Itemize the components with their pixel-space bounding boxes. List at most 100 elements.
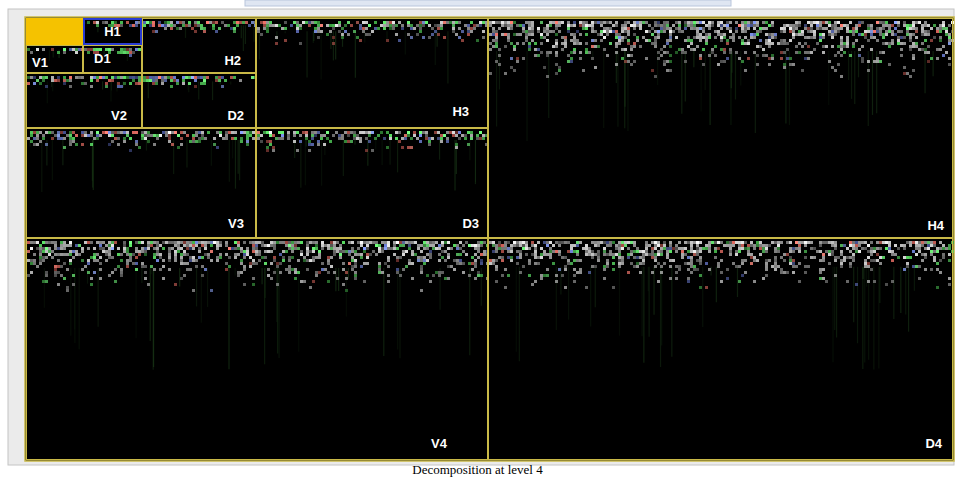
coefficient-speck <box>690 39 693 42</box>
coefficient-speck <box>455 131 458 134</box>
coefficient-speck <box>180 143 183 146</box>
coefficient-speck <box>90 76 93 79</box>
coefficient-speck <box>765 21 768 24</box>
coefficient-speck <box>657 57 660 60</box>
coefficient-speck <box>927 51 930 54</box>
coefficient-speck <box>176 27 179 30</box>
coefficient-speck <box>36 134 39 137</box>
coefficient-speck <box>45 131 48 134</box>
coefficient-speck <box>455 33 458 36</box>
coefficient-speck <box>630 24 633 27</box>
coefficient-streak <box>617 51 618 127</box>
coefficient-speck <box>900 48 903 51</box>
coefficient-speck <box>54 79 57 82</box>
coefficient-speck <box>765 42 768 45</box>
coefficient-speck <box>555 39 558 42</box>
coefficient-speck <box>257 131 260 134</box>
coefficient-speck <box>402 244 405 247</box>
coefficient-speck <box>171 131 174 134</box>
coefficient-speck <box>305 131 308 134</box>
coefficient-speck <box>738 57 741 60</box>
coefficient-speck <box>912 21 915 24</box>
coefficient-speck <box>141 241 144 244</box>
coefficient-streak <box>616 51 617 83</box>
coefficient-speck <box>567 60 570 63</box>
coefficient-speck <box>555 51 558 54</box>
coefficient-speck <box>507 33 510 36</box>
coefficient-speck <box>525 39 528 42</box>
coefficient-speck <box>330 241 333 244</box>
coefficient-speck <box>567 24 570 27</box>
coefficient-speck <box>546 54 549 57</box>
coefficient-speck <box>27 137 30 140</box>
coefficient-speck <box>200 76 203 79</box>
coefficient-speck <box>387 241 390 244</box>
coefficient-speck <box>687 45 690 48</box>
coefficient-speck <box>645 30 648 33</box>
coefficient-speck <box>747 24 750 27</box>
coefficient-speck <box>452 24 455 27</box>
coefficient-speck <box>633 21 636 24</box>
coefficient-speck <box>320 137 323 140</box>
coefficient-speck <box>609 21 612 24</box>
coefficient-speck <box>636 39 639 42</box>
coefficient-speck <box>921 42 924 45</box>
coefficient-speck <box>744 27 747 30</box>
coefficient-speck <box>161 24 164 27</box>
coefficient-speck <box>69 140 72 143</box>
coefficient-speck <box>167 76 170 79</box>
coefficient-speck <box>615 36 618 39</box>
coefficient-speck <box>368 140 371 143</box>
coefficient-speck <box>870 36 873 39</box>
coefficient-speck <box>27 48 30 51</box>
coefficient-speck <box>257 134 260 137</box>
coefficient-speck <box>425 137 428 140</box>
coefficient-speck <box>792 27 795 30</box>
coefficient-speck <box>576 30 579 33</box>
coefficient-speck <box>681 51 684 54</box>
coefficient-speck <box>942 45 945 48</box>
coefficient-speck <box>401 24 404 27</box>
coefficient-speck <box>765 54 768 57</box>
coefficient-speck <box>858 33 861 36</box>
coefficient-speck <box>579 51 582 54</box>
coefficient-speck <box>308 149 311 152</box>
coefficient-speck <box>693 48 696 51</box>
coefficient-speck <box>365 131 368 134</box>
coefficient-speck <box>329 24 332 27</box>
coefficient-speck <box>255 244 258 247</box>
coefficient-speck <box>786 24 789 27</box>
coefficient-streak <box>732 51 733 73</box>
coefficient-speck <box>891 33 894 36</box>
coefficient-speck <box>48 247 51 250</box>
coefficient-speck <box>428 137 431 140</box>
coefficient-speck <box>573 36 576 39</box>
coefficient-speck <box>60 244 63 247</box>
coefficient-speck <box>359 140 362 143</box>
coefficient-speck <box>576 42 579 45</box>
coefficient-speck <box>218 79 221 82</box>
coefficient-speck <box>666 69 669 72</box>
coefficient-speck <box>657 36 660 39</box>
coefficient-speck <box>834 27 837 30</box>
coefficient-speck <box>63 146 66 149</box>
coefficient-speck <box>96 24 99 27</box>
coefficient-speck <box>546 39 549 42</box>
coefficient-speck <box>720 27 723 30</box>
coefficient-speck <box>813 48 816 51</box>
coefficient-speck <box>407 24 410 27</box>
coefficient-speck <box>255 241 258 244</box>
coefficient-speck <box>216 244 219 247</box>
coefficient-speck <box>843 45 846 48</box>
coefficient-speck <box>807 45 810 48</box>
coefficient-streak <box>900 267 901 313</box>
coefficient-speck <box>522 42 525 45</box>
coefficient-speck <box>189 140 192 143</box>
coefficient-speck <box>158 24 161 27</box>
coefficient-speck <box>48 241 51 244</box>
coefficient-speck <box>744 21 747 24</box>
coefficient-speck <box>437 24 440 27</box>
coefficient-speck <box>102 241 105 244</box>
coefficient-speck <box>152 21 155 24</box>
coefficient-speck <box>753 27 756 30</box>
